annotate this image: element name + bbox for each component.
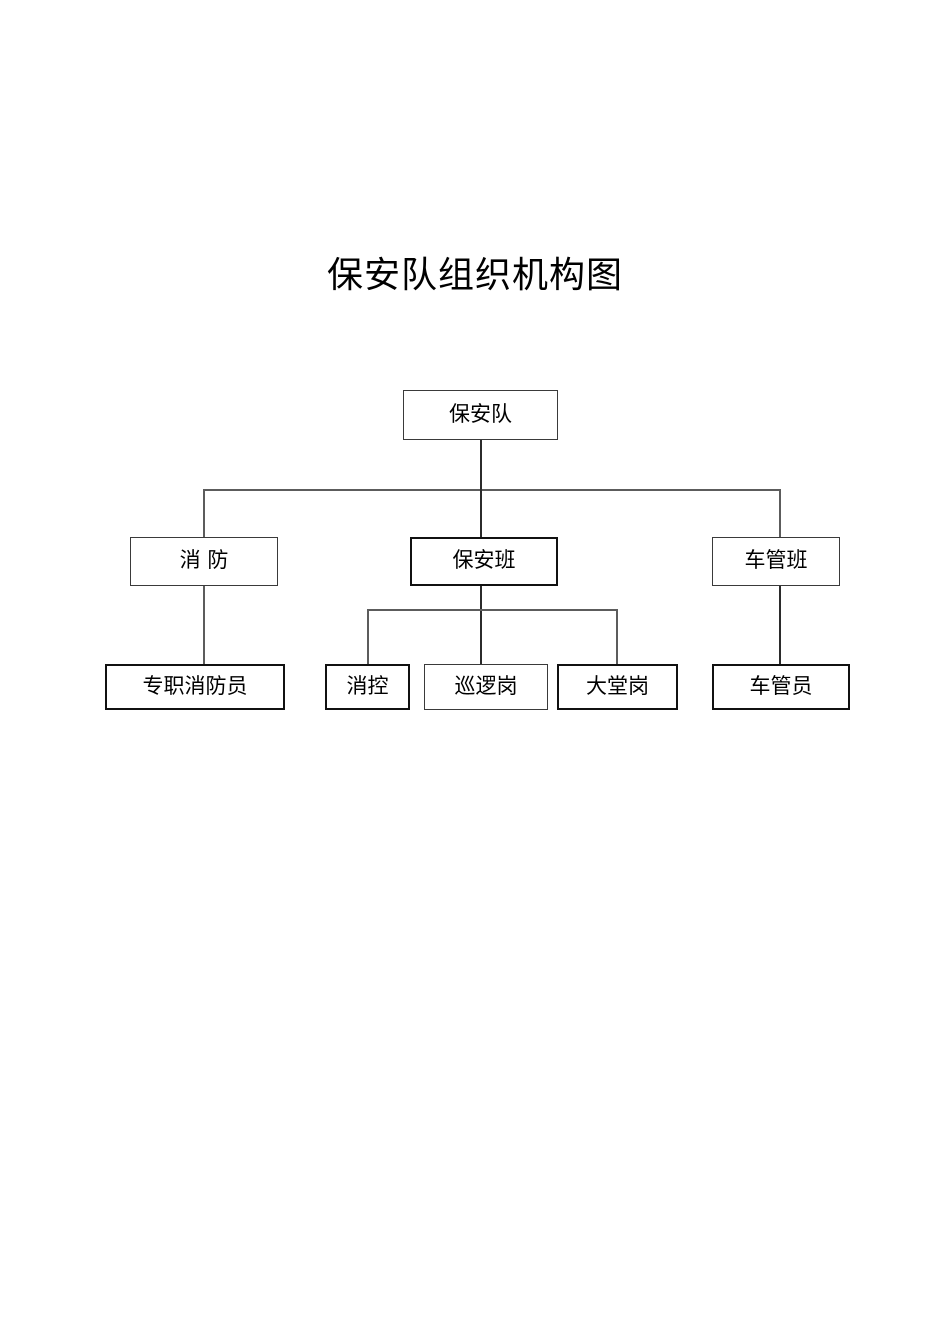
node-firefighter[interactable]: 专职消防员 (105, 664, 285, 710)
node-firectrl-label: 消控 (346, 673, 389, 698)
connector-drop-security (480, 489, 482, 538)
connector-security-stem (480, 586, 482, 666)
node-security[interactable]: 保安班 (410, 537, 558, 586)
node-vehicle[interactable]: 车管班 (712, 537, 840, 586)
connector-level2-bus (367, 609, 617, 611)
node-fire-label: 消 防 (179, 548, 229, 572)
node-lobby[interactable]: 大堂岗 (557, 664, 678, 710)
connector-drop-firectrl (367, 609, 369, 666)
node-security-label: 保安班 (452, 548, 516, 572)
connector-drop-vehicle (779, 489, 781, 538)
node-firectrl[interactable]: 消控 (325, 664, 410, 710)
connector-vehicle-to-vehiclestaff (779, 586, 781, 666)
node-fire[interactable]: 消 防 (130, 537, 278, 586)
node-patrol[interactable]: 巡逻岗 (424, 664, 548, 710)
node-vehiclestaff[interactable]: 车管员 (712, 664, 850, 710)
page-title: 保安队组织机构图 (326, 255, 623, 296)
connector-drop-lobby (616, 609, 618, 666)
connector-root-stem (480, 440, 482, 491)
node-vehicle-label: 车管班 (744, 548, 808, 572)
node-lobby-label: 大堂岗 (586, 673, 649, 698)
connector-fire-to-firefighter (203, 586, 205, 666)
node-root-label: 保安队 (449, 401, 512, 426)
node-vehiclestaff-label: 车管员 (749, 673, 813, 698)
node-patrol-label: 巡逻岗 (454, 673, 518, 698)
connector-drop-fire (203, 489, 205, 538)
node-firefighter-label: 专职消防员 (142, 673, 248, 698)
node-root[interactable]: 保安队 (403, 390, 558, 440)
connector-level1-bus (203, 489, 781, 491)
